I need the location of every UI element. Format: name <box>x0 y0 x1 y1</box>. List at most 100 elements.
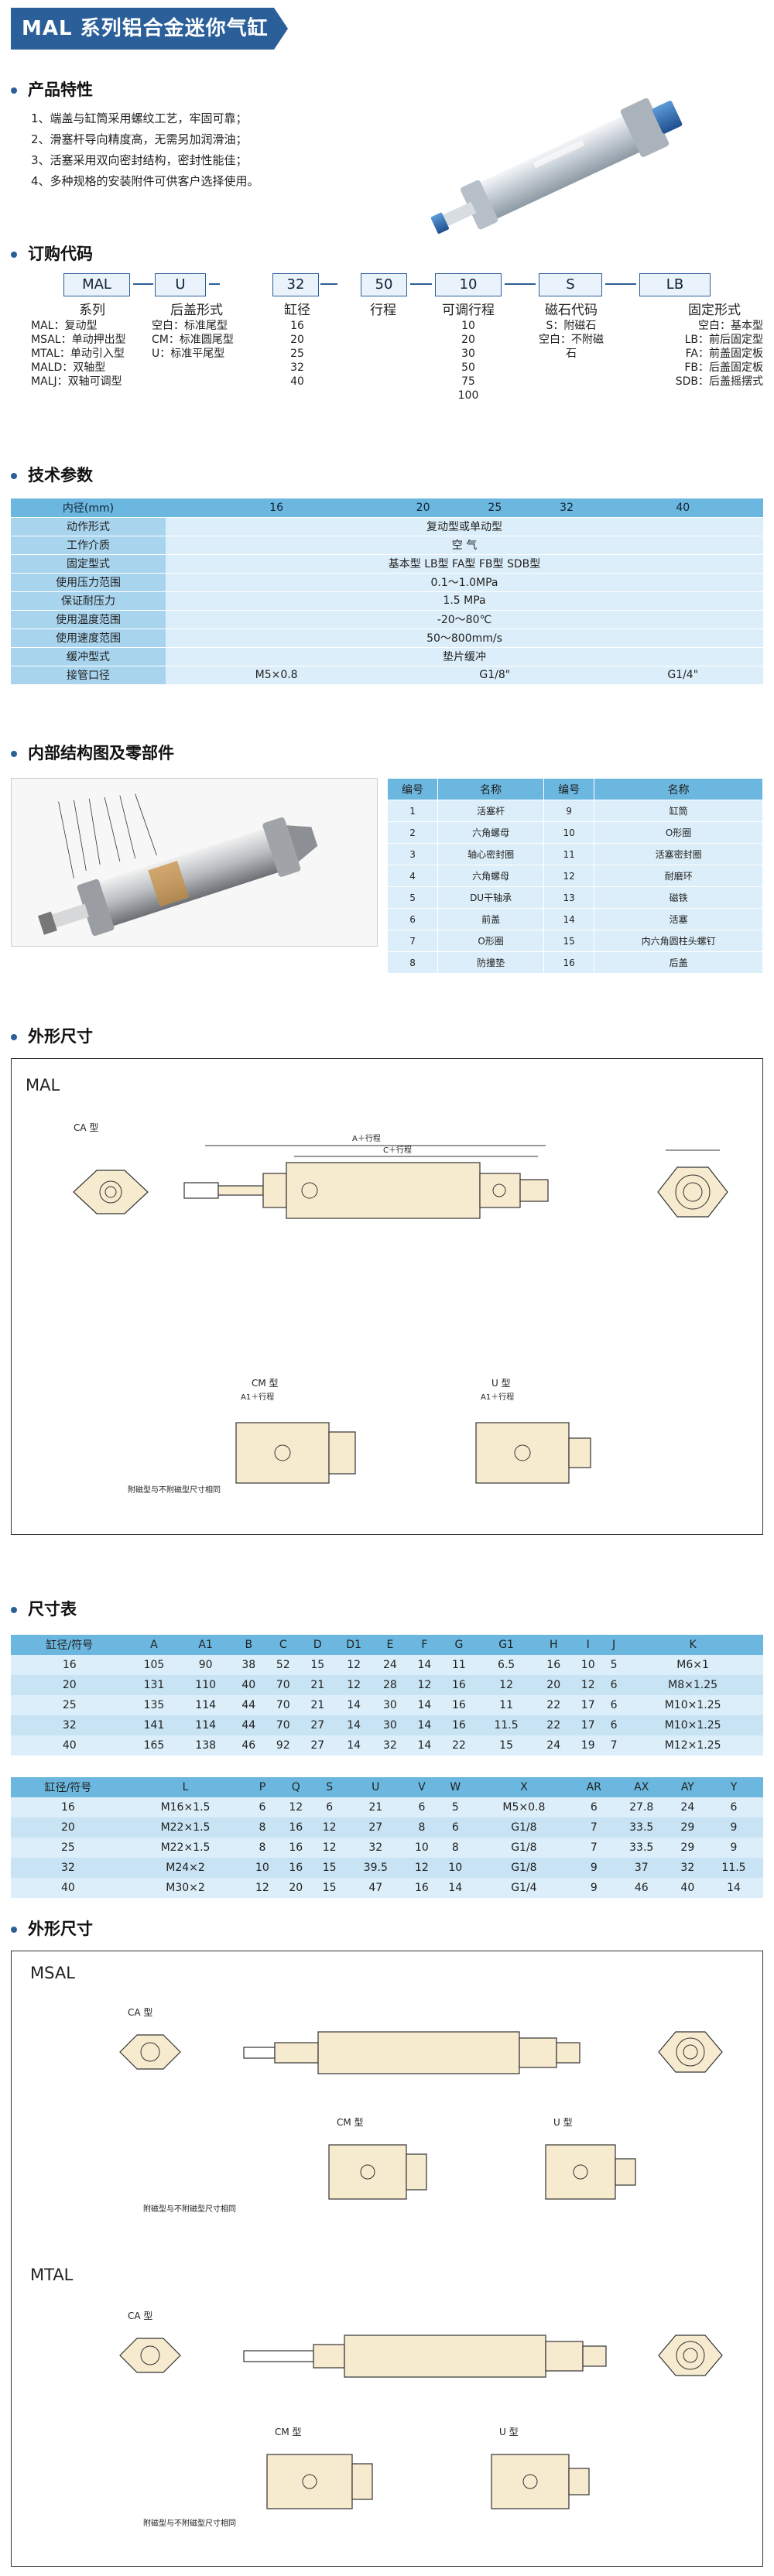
order-dash <box>605 283 636 285</box>
order-code-magnet: S <box>539 273 602 296</box>
tech-heading: 技术参数 <box>11 463 93 486</box>
bullet-icon <box>11 1607 17 1613</box>
cm-type-label: CM 型 <box>252 1378 279 1389</box>
u-type-label: U 型 <box>491 1378 511 1389</box>
order-dash <box>505 283 536 285</box>
feature-item: 1、端盖与缸筒采用螺纹工艺，牢固可靠； <box>31 111 248 125</box>
ca-type-label: CA 型 <box>74 1122 99 1133</box>
svg-text:A＋行程: A＋行程 <box>352 1133 381 1143</box>
msal-mtal-drawing-frame: MSAL MTAL CA 型 CM 型 U 型 附磁型与不附磁型尺寸相同 CA … <box>11 1951 763 2567</box>
model-label-msal: MSAL <box>30 1964 75 1982</box>
mal-drawing-frame: MAL A＋行程 C＋行程 A1＋行程 A1＋行程 <box>11 1058 763 1535</box>
order-code-adjust: 10 <box>435 273 502 296</box>
order-dash <box>410 283 432 285</box>
feature-item: 4、多种规格的安装附件可供客户选择使用。 <box>31 174 259 188</box>
size-heading: 尺寸表 <box>11 1597 77 1620</box>
bullet-icon <box>11 87 17 94</box>
table-row: 缓冲型式垫片缓冲 <box>11 647 763 666</box>
outline-heading-2: 外形尺寸 <box>11 1917 93 1940</box>
svg-text:C＋行程: C＋行程 <box>383 1145 412 1155</box>
svg-text:A1＋行程: A1＋行程 <box>481 1392 514 1402</box>
svg-text:A1＋行程: A1＋行程 <box>241 1392 274 1402</box>
order-code-mount: LB <box>639 273 711 296</box>
order-dash <box>133 283 153 285</box>
magnet-note: 附磁型与不附磁型尺寸相同 <box>128 1486 221 1495</box>
magnet-note: 附磁型与不附磁型尺寸相同 <box>143 2519 236 2528</box>
bullet-icon <box>11 1034 17 1040</box>
table-row: 使用温度范围-20～80℃ <box>11 610 763 629</box>
order-code-bore: 32 <box>272 273 319 296</box>
bullet-icon <box>11 473 17 479</box>
features-list: 1、端盖与缸筒采用螺纹工艺，牢固可靠； 2、滑塞杆导向精度高，无需另加润滑油； … <box>31 108 259 192</box>
order-dash <box>320 283 337 285</box>
ca-type-label: CA 型 <box>128 2007 153 2018</box>
bullet-icon <box>11 252 17 258</box>
magnet-note: 附磁型与不附磁型尺寸相同 <box>143 2205 236 2214</box>
cm-type-label: CM 型 <box>337 2117 364 2128</box>
table-row: 工作介质空 气 <box>11 536 763 555</box>
order-col-stroke: 行程 <box>370 303 396 318</box>
order-code-stroke: 50 <box>361 273 407 296</box>
model-label: MAL <box>26 1076 60 1094</box>
mal-outline-drawing: A＋行程 C＋行程 A1＋行程 A1＋行程 <box>73 1133 728 1484</box>
page-title: MAL 系列铝合金迷你气缸 <box>11 8 288 50</box>
order-col-magnet: 磁石代码 S：附磁石空白：不附磁石 <box>539 303 604 360</box>
u-type-label: U 型 <box>499 2427 519 2437</box>
model-label-mtal: MTAL <box>30 2266 74 2284</box>
structure-heading: 内部结构图及零部件 <box>11 741 174 764</box>
table-row: 动作形式复动型或单动型 <box>11 517 763 536</box>
bullet-icon <box>11 1927 17 1933</box>
feature-item: 3、活塞采用双向密封结构，密封性能佳； <box>31 153 248 167</box>
order-heading: 订购代码 <box>11 242 93 265</box>
internal-structure-image <box>11 778 378 947</box>
msal-mtal-outline-drawing <box>119 2031 723 2509</box>
outline-heading: 外形尺寸 <box>11 1024 93 1047</box>
features-heading: 产品特性 <box>11 77 93 101</box>
order-code-cover: U <box>155 273 206 296</box>
bullet-icon <box>11 751 17 757</box>
table-row: 固定型式基本型 LB型 FA型 FB型 SDB型 <box>11 554 763 574</box>
order-dash <box>209 283 220 285</box>
cylinder-product-image <box>430 98 683 234</box>
table-row: 编号名称编号名称 <box>386 778 763 800</box>
cm-type-label: CM 型 <box>275 2427 302 2437</box>
u-type-label: U 型 <box>553 2117 573 2128</box>
ca-type-label: CA 型 <box>128 2311 153 2321</box>
order-code-series: MAL <box>63 273 130 296</box>
feature-item: 2、滑塞杆导向精度高，无需另加润滑油； <box>31 132 248 146</box>
